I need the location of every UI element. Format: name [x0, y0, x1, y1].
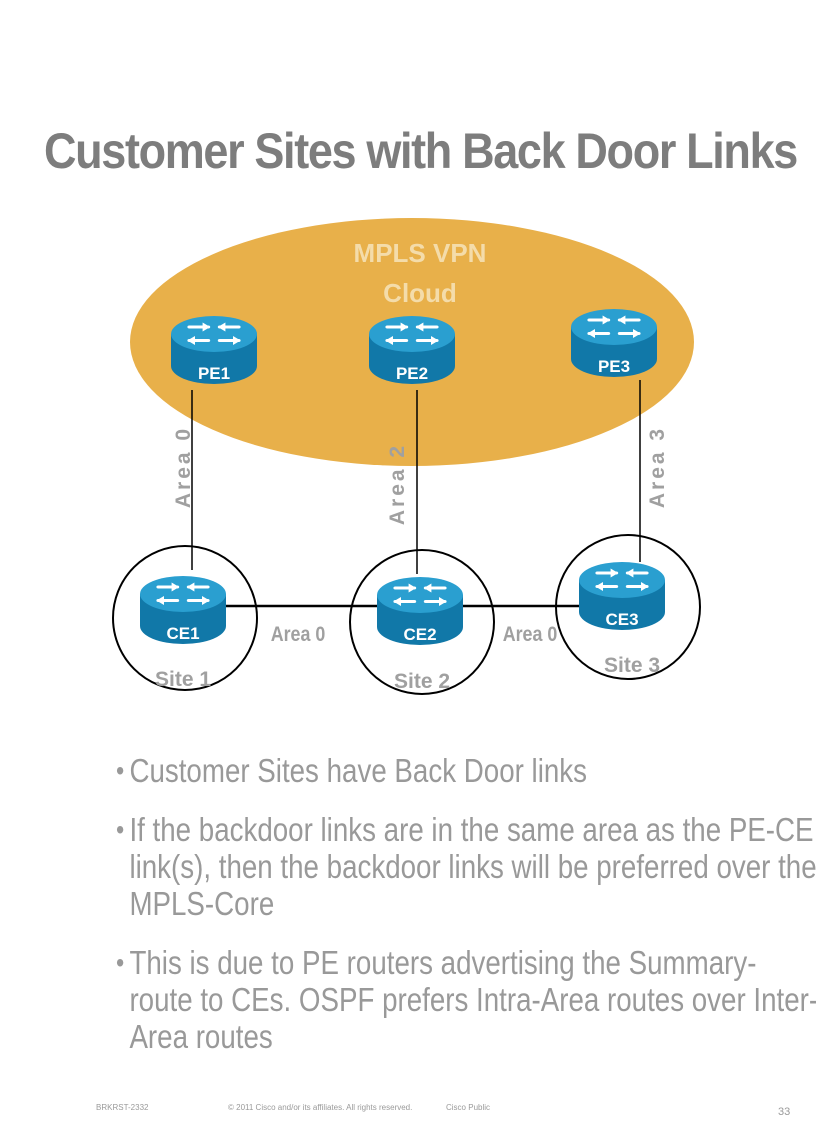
- bullet-item: If the backdoor links are in the same ar…: [116, 811, 816, 922]
- router-ce1: CE1: [140, 576, 226, 644]
- cloud-label-line1: MPLS VPN: [354, 238, 487, 268]
- footer-classification: Cisco Public: [446, 1103, 491, 1112]
- area-label-pe2-ce2: Area 2: [386, 443, 409, 525]
- site-3-label: Site 3: [604, 654, 660, 677]
- router-pe2: PE2: [369, 316, 455, 384]
- router-top: [369, 316, 455, 352]
- footer-copyright: © 2011 Cisco and/or its affiliates. All …: [228, 1103, 413, 1112]
- cloud-label-line2: Cloud: [383, 278, 457, 308]
- network-diagram: MPLS VPN Cloud Area 0 Area 2 Area 3 Area…: [112, 218, 701, 695]
- router-label: CE3: [605, 610, 638, 629]
- router-label: PE3: [598, 357, 630, 376]
- area-label-ce1-ce2: Area 0: [271, 623, 326, 647]
- site-1-label: Site 1: [155, 668, 211, 691]
- router-top: [579, 562, 665, 598]
- router-label: PE1: [198, 364, 230, 383]
- area-label-ce2-ce3: Area 0: [503, 623, 558, 647]
- router-ce3: CE3: [579, 562, 665, 630]
- bullet-item: Customer Sites have Back Door links: [116, 752, 816, 789]
- router-top: [140, 576, 226, 612]
- router-label: CE2: [403, 625, 436, 644]
- page-title: Customer Sites with Back Door Links: [44, 123, 798, 179]
- site-2-label: Site 2: [394, 670, 450, 693]
- router-top: [377, 577, 463, 613]
- router-top: [171, 316, 257, 352]
- footer-session-code: BRKRST-2332: [96, 1103, 149, 1112]
- router-label: CE1: [166, 624, 199, 643]
- router-pe1: PE1: [171, 316, 257, 384]
- area-label-pe1-ce1: Area 0: [172, 426, 195, 508]
- area-label-pe3-ce3: Area 3: [646, 426, 669, 508]
- page-number: 33: [778, 1106, 791, 1118]
- router-label: PE2: [396, 364, 428, 383]
- router-pe3: PE3: [571, 309, 657, 377]
- bullet-item: This is due to PE routers advertising th…: [116, 944, 816, 1055]
- router-top: [571, 309, 657, 345]
- bullet-list: Customer Sites have Back Door links If t…: [116, 752, 816, 1077]
- router-ce2: CE2: [377, 577, 463, 645]
